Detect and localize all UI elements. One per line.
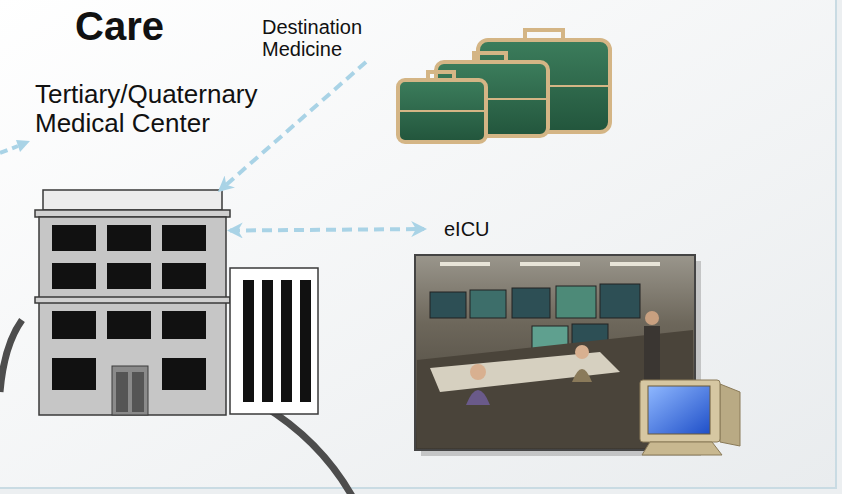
incoming-arrow xyxy=(0,140,30,153)
medical-center-building xyxy=(35,190,318,415)
node-text: Tertiary/Quaternary Medical Center xyxy=(35,80,325,137)
cycle-arc xyxy=(0,320,22,392)
medical-center-node: Tertiary/Quaternary Medical Center xyxy=(35,190,230,415)
eicu-label: eICU xyxy=(424,214,496,244)
destination-label: Destination Medicine xyxy=(258,14,378,62)
computer-icon xyxy=(640,380,740,455)
node-text: eICU xyxy=(444,218,490,240)
cycle-arc xyxy=(262,405,352,494)
dashed-connector xyxy=(230,229,424,231)
suitcases xyxy=(398,30,610,142)
diagram-title: Care xyxy=(75,4,164,48)
node-text: Destination Medicine xyxy=(262,16,374,60)
